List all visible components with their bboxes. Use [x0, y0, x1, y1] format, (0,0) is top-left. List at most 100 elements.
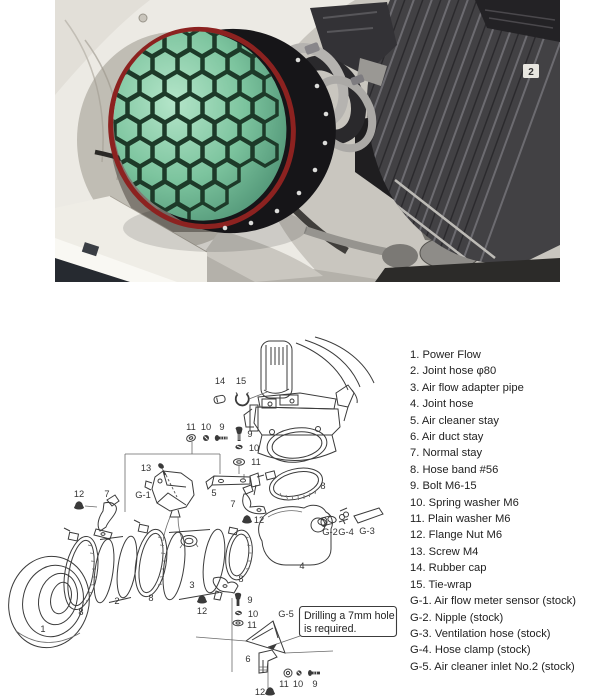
part1-power-flow: [8, 555, 90, 649]
callout-label: 12: [197, 606, 207, 616]
callout-labels: 1 4 15 11 10 9 9 10 11 13 G-1 5 7 12 7 12…: [40, 376, 374, 697]
callout-label: 2: [114, 596, 119, 606]
engine-bay-photo-art: 2: [55, 0, 560, 282]
throttle-body-drawing: [243, 384, 355, 463]
part3-adapter-pipe: [162, 528, 226, 601]
part7-normal-stay-left: [93, 494, 120, 540]
flange-nut-icon: [74, 501, 84, 510]
hose-band-icon: [225, 526, 253, 581]
callout-label: 10: [293, 679, 303, 689]
parts-list-item: G-3. Ventilation hose (stock): [410, 627, 551, 640]
intake-duct-drawing: [260, 340, 293, 399]
tie-wrap-icon: [234, 392, 250, 407]
clamp-screw-housing: [304, 42, 320, 55]
callout-label: 8: [148, 593, 153, 603]
callout-label: 8: [78, 607, 83, 617]
callout-label: 12: [255, 687, 265, 697]
rubber-cap-icon: [213, 394, 226, 404]
callout-label: 11: [279, 679, 289, 689]
leader-bracket: [124, 442, 245, 512]
arch-dark-cavity: [110, 118, 227, 232]
callout-label: 8: [238, 574, 243, 584]
part6-air-duct-stay: [258, 649, 278, 674]
parts-list-item: 15. Tie-wrap: [410, 578, 472, 591]
spring-washer-icon: [235, 610, 242, 616]
engine-cover: 2: [366, 0, 560, 264]
bolt-icon: [235, 426, 243, 441]
parts-list-item: 11. Plain washer M6: [410, 513, 511, 526]
parts-list-item: 1. Power Flow: [410, 349, 481, 361]
spring-washer-icon: [296, 670, 302, 676]
callout-label: 7: [104, 489, 109, 499]
callout-label: 11: [186, 422, 196, 432]
callout-label: 9: [312, 679, 317, 689]
plain-washer-icon: [186, 434, 196, 442]
part5-air-cleaner-stay: [205, 472, 261, 496]
flange-rivets: [222, 57, 329, 231]
diagram-art: Drilling a 7mm hole is required. 1 4 15 1…: [8, 336, 398, 697]
parts-list-item: 5. Air cleaner stay: [410, 414, 499, 427]
callout-label: 9: [247, 595, 252, 605]
callout-label: G-4: [338, 527, 354, 537]
callout-label: 6: [245, 654, 250, 664]
flange-nut-icon: [242, 515, 252, 524]
bolt-icon: [214, 435, 228, 441]
parts-list-item: 14. Rubber cap: [410, 562, 487, 575]
plain-washer-icon: [283, 668, 293, 678]
callout-label: 7: [230, 499, 235, 509]
callout-label: 11: [251, 457, 261, 467]
parts-list-item: G-5. Air cleaner inlet No.2 (stock): [410, 660, 575, 673]
note-box: Drilling a 7mm hole is required.: [298, 605, 398, 638]
callout-label: 13: [141, 463, 151, 473]
parts-list: 1. Power Flow 2. Joint hose φ80 3. Air f…: [410, 347, 576, 675]
power-flow-filter: [101, 26, 336, 252]
callout-label: G-1: [135, 490, 151, 500]
callout-label: G-2: [322, 527, 338, 537]
leader-line: [248, 391, 268, 400]
clamp-screw-housing: [350, 74, 365, 86]
callout-label: 12: [254, 515, 264, 525]
spring-washer-icon: [235, 444, 243, 450]
flange-nut-icon: [265, 687, 275, 696]
leader-line: [165, 474, 178, 498]
cover-top-corner: [475, 0, 560, 42]
exploded-parts-diagram: Drilling a 7mm hole is required. 1 4 15 1…: [0, 335, 604, 700]
callout-label: 9: [247, 429, 252, 439]
small-stay-bracket: [212, 576, 239, 601]
plain-washer-icon: [232, 619, 244, 627]
parts-list-item: G-4. Hose clamp (stock): [410, 644, 531, 657]
parts-list-item: G-2. Nipple (stock): [410, 611, 504, 624]
callout-label: 1: [40, 624, 45, 634]
callout-label: G-5: [278, 609, 294, 619]
parts-list-item: 6. Air duct stay: [410, 431, 484, 444]
note-arrowhead: [268, 643, 277, 650]
part2-joint-hose: [93, 535, 138, 604]
installation-photo: 2: [55, 0, 560, 282]
part4-joint-hose: [258, 504, 333, 566]
parts-list-item: 13. Screw M4: [410, 545, 479, 558]
bottom-shadow-strip: [375, 258, 560, 282]
spring-washer-icon: [203, 435, 209, 441]
flange-nut-icon: [197, 595, 207, 604]
callout-label: 15: [236, 376, 246, 386]
g3-ventilation-hose: [353, 507, 384, 524]
parts-list-item: 2. Joint hose φ80: [410, 365, 497, 378]
note-line2: is required.: [304, 623, 356, 635]
callout-label: 10: [201, 422, 211, 432]
callout-label: 12: [74, 489, 84, 499]
callout-label: 4: [299, 561, 304, 571]
g5-air-cleaner-inlet: [244, 620, 286, 654]
chassis-rails: [55, 195, 395, 282]
parts-list-item: 9. Bolt M6-15: [410, 480, 477, 493]
callout-label: G-3: [359, 526, 375, 536]
screw-icon: [158, 463, 167, 476]
callout-label: 11: [247, 620, 257, 630]
callout-label: 5: [211, 488, 216, 498]
callout-label: 10: [249, 443, 259, 453]
g4-hose-clamp: [338, 507, 349, 525]
leader-line: [84, 505, 98, 508]
engine-label-badge: [523, 64, 539, 78]
filter-red-rim: [108, 26, 296, 230]
bolt-icon: [308, 670, 320, 676]
